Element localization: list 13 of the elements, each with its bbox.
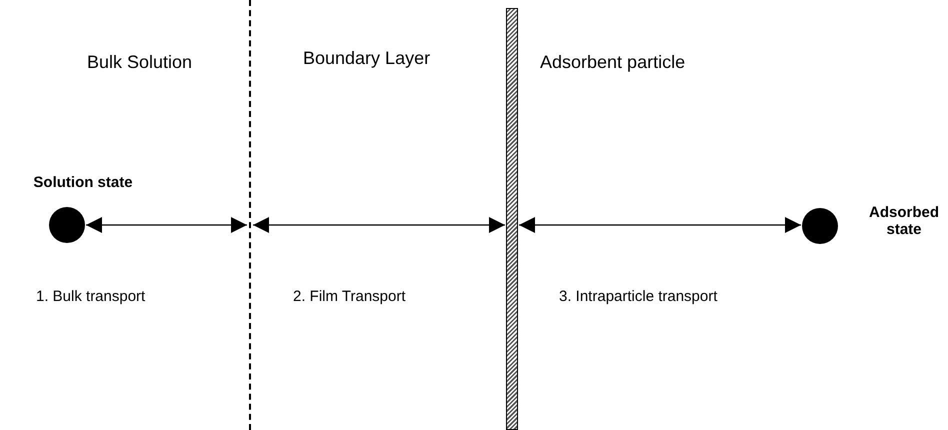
double-headed-arrow: [86, 217, 247, 233]
node-label: Adsorbed state: [868, 204, 940, 238]
double-headed-arrow: [253, 217, 505, 233]
hatched-particle-surface: [506, 8, 518, 430]
node-label: Solution state: [32, 174, 134, 191]
region-label: Bulk Solution: [87, 52, 192, 73]
edge-label: 1. Bulk transport: [36, 288, 146, 305]
dashed-boundary-line: [249, 0, 251, 430]
edge-label: 3. Intraparticle transport: [559, 288, 718, 305]
double-headed-arrow: [519, 217, 801, 233]
region-label: Adsorbent particle: [540, 52, 686, 73]
edge-label: 2. Film Transport: [293, 288, 406, 305]
region-label: Boundary Layer: [303, 48, 430, 69]
